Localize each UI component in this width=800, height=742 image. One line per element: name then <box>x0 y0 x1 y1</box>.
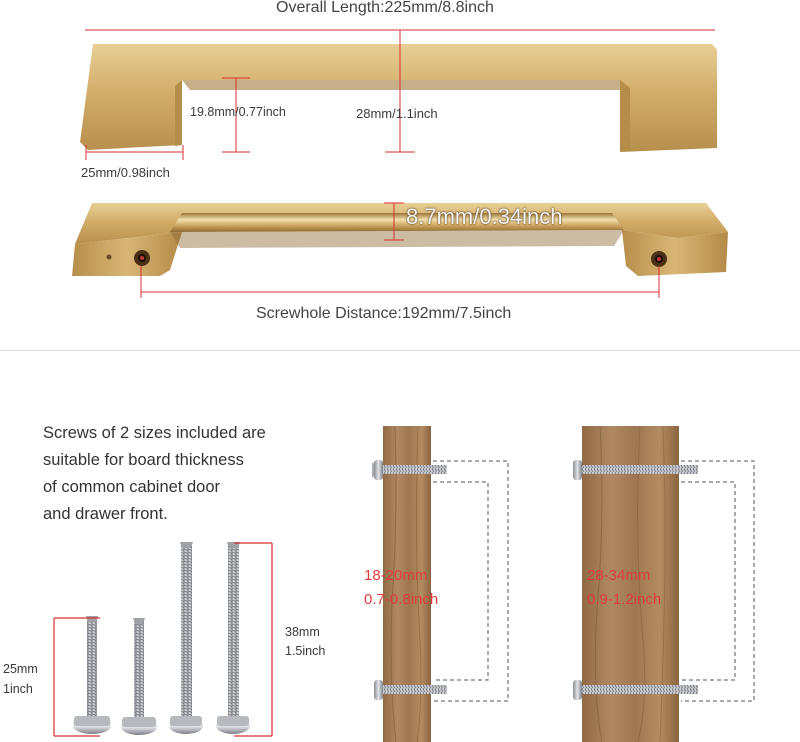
handle-top-view <box>80 44 717 152</box>
handle-angled-view <box>72 203 728 276</box>
long-screw-label: 38mm 1.5inch <box>285 623 325 661</box>
total-height-label: 28mm/1.1inch <box>356 106 438 121</box>
description-line: of common cabinet door <box>43 478 221 496</box>
thin-board-label: 18-20mm 0.7-0.8inch <box>364 564 438 612</box>
overall-length-label: Overall Length:225mm/8.8inch <box>276 0 494 16</box>
thin-board-mm: 18-20mm <box>364 567 428 584</box>
long-screw-inch: 1.5inch <box>285 644 326 658</box>
thick-board-label: 28-34mm 0.9-1.2inch <box>587 564 661 612</box>
screwhole-distance-label: Screwhole Distance:192mm/7.5inch <box>256 305 512 322</box>
foot-width-label: 25mm/0.98inch <box>81 165 170 180</box>
short-screw-label: 25mm 1inch <box>3 659 38 699</box>
section-divider <box>0 350 800 351</box>
description-line: and drawer front. <box>43 505 168 523</box>
thin-board-inch: 0.7-0.8inch <box>364 591 439 608</box>
board-thick <box>573 425 698 742</box>
description-line: Screws of 2 sizes included are <box>43 424 266 442</box>
long-screw-mm: 38mm <box>285 625 320 639</box>
screw-set <box>73 542 250 735</box>
description-line: suitable for board thickness <box>43 451 244 469</box>
inner-height-label: 19.8mm/0.77inch <box>190 105 286 119</box>
thick-board-mm: 28-34mm <box>587 567 651 584</box>
screw-description: Screws of 2 sizes included are suitable … <box>43 420 343 528</box>
board-thin <box>372 425 447 742</box>
short-screw-inch: 1inch <box>3 682 33 696</box>
bar-thickness-label: 8.7mm/0.34inch <box>406 204 563 229</box>
short-screw-mm: 25mm <box>3 662 38 676</box>
thick-board-inch: 0.9-1.2inch <box>587 591 662 608</box>
